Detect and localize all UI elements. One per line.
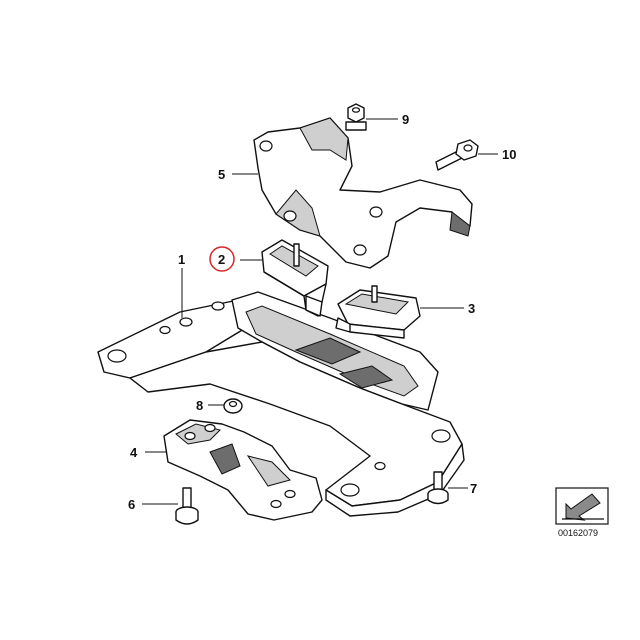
leader-lines	[142, 118, 498, 505]
rubber-mount-right-part	[335, 285, 421, 339]
bracket-hole	[284, 489, 296, 499]
lower-bracket-part	[163, 419, 323, 521]
bracket-hole	[369, 206, 383, 218]
mount-hole	[159, 325, 171, 335]
callout-9: 9	[402, 112, 409, 127]
bolt-lower-left-part	[175, 487, 199, 525]
callout-10: 10	[502, 147, 516, 162]
nut-top-part	[345, 103, 367, 131]
mount-hole	[374, 461, 386, 471]
mount-hole	[179, 317, 193, 327]
mount-hole	[340, 483, 360, 497]
callout-2: 2	[218, 252, 225, 267]
mount-hole	[431, 429, 451, 443]
mount-hole	[107, 349, 127, 363]
bracket-hole	[283, 210, 297, 222]
callout-4: 4	[130, 445, 138, 460]
callout-8: 8	[196, 398, 203, 413]
mount-hole	[211, 301, 225, 311]
bolt-top-part	[435, 139, 479, 171]
bracket-hole	[259, 140, 273, 152]
callout-3: 3	[468, 301, 475, 316]
callout-1: 1	[178, 252, 185, 267]
bracket-hole	[353, 244, 367, 256]
highlight-ring-icon	[209, 246, 235, 272]
document-number: 00162079	[558, 528, 598, 538]
bracket-hole	[270, 499, 282, 509]
bracket-hole	[184, 431, 196, 441]
callout-6: 6	[128, 497, 135, 512]
callout-5: 5	[218, 167, 225, 182]
bolt-lower-right-part	[427, 471, 449, 505]
callout-7: 7	[470, 481, 477, 496]
bracket-hole	[204, 423, 216, 433]
nut-small-part	[223, 398, 243, 414]
crossmember-part	[97, 291, 465, 517]
orientation-badge: 00162079	[555, 487, 609, 538]
rubber-mount-left-part	[261, 239, 329, 317]
callout-labels: 1 2 3 4 5 6 7 8 9 10	[128, 112, 516, 512]
upper-bracket-part	[253, 117, 473, 269]
